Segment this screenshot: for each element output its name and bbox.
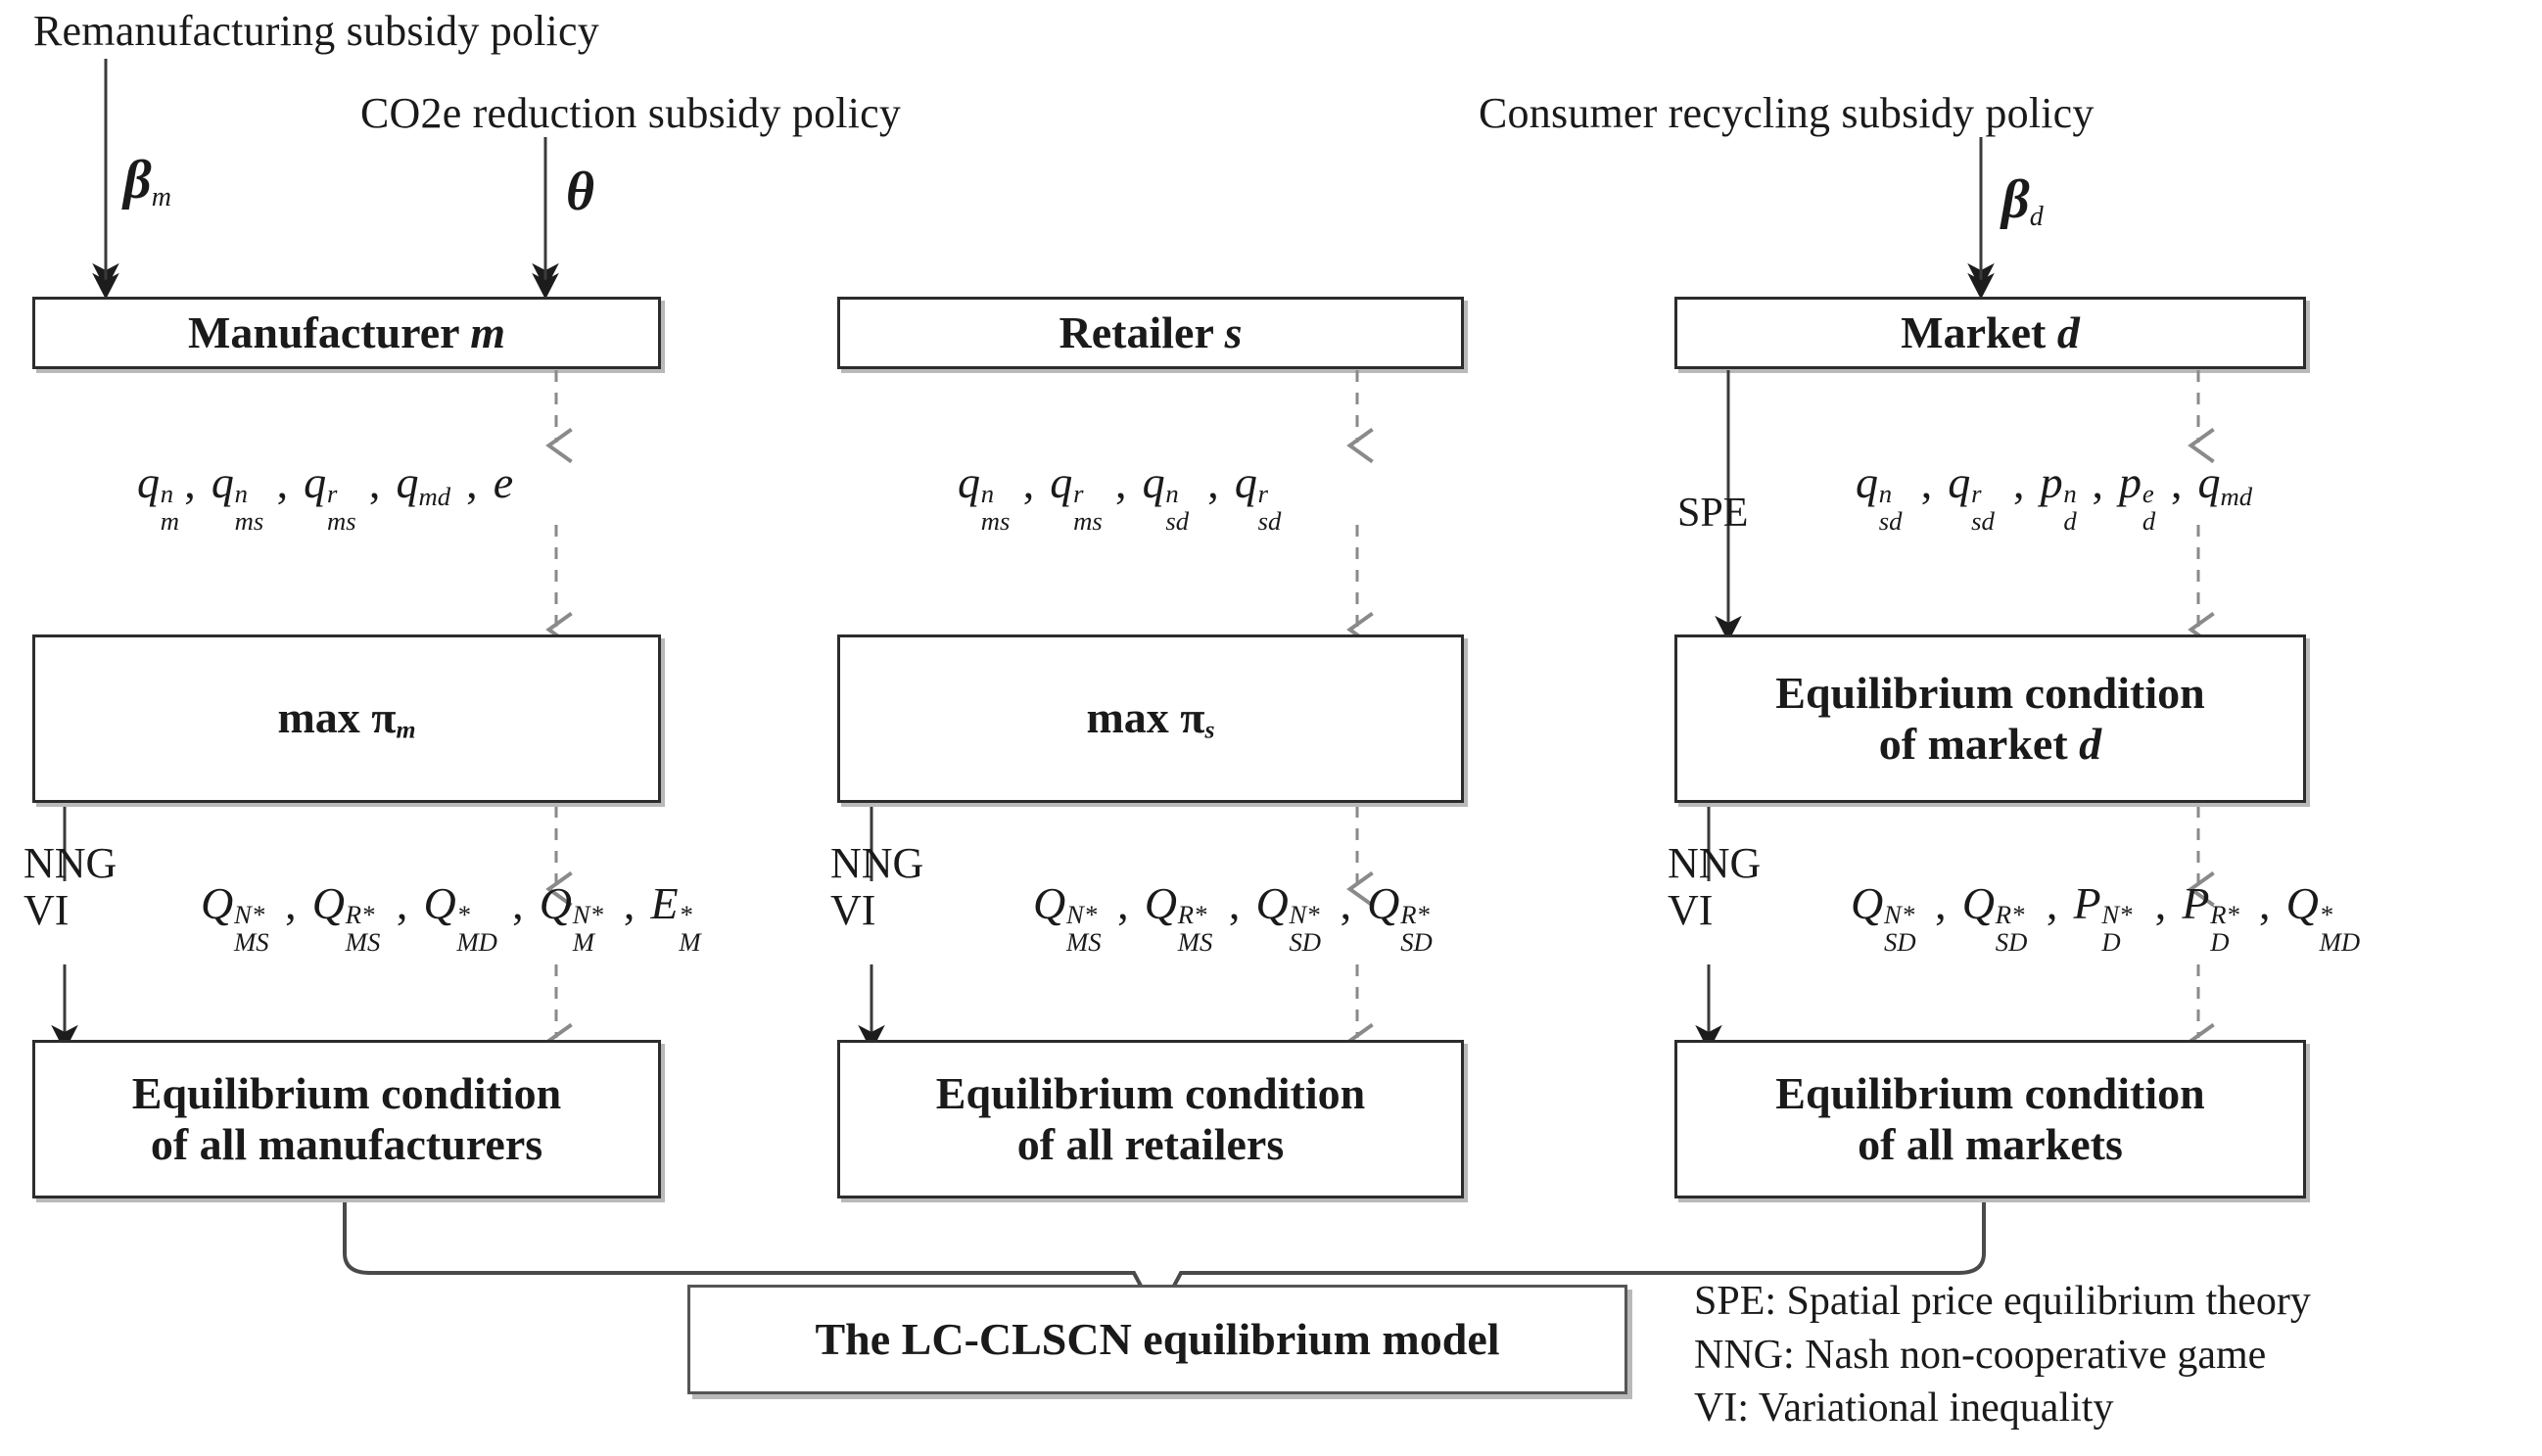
eq-all-manufacturers-line1: Equilibrium condition bbox=[131, 1068, 562, 1119]
eq-all-manufacturers-line2: of all manufacturers bbox=[150, 1119, 543, 1169]
node-retailer-label: Retailer s bbox=[1059, 307, 1243, 358]
eq-all-markets-line1: Equilibrium condition bbox=[1775, 1068, 2205, 1119]
legend-item-spe: SPE: Spatial price equilibrium theory bbox=[1694, 1279, 2311, 1324]
method-label-retailer-line1: NNG bbox=[830, 839, 924, 887]
method-label-market: NNG VI bbox=[1668, 839, 1762, 935]
parameter-theta: θ bbox=[566, 161, 594, 223]
parameter-beta-m-symbol: β bbox=[123, 150, 152, 211]
policy-label-remanufacturing: Remanufacturing subsidy policy bbox=[33, 7, 599, 55]
node-equilibrium-all-retailers-label: Equilibrium condition of all retailers bbox=[926, 1068, 1375, 1169]
node-manufacturer-label: Manufacturer m bbox=[187, 307, 506, 358]
node-retailer[interactable]: Retailer s bbox=[837, 297, 1464, 369]
node-market[interactable]: Market d bbox=[1674, 297, 2306, 369]
method-label-retailer: NNG VI bbox=[830, 839, 924, 935]
eq-all-retailers-line1: Equilibrium condition bbox=[935, 1068, 1366, 1119]
policy-label-co2e-reduction: CO2e reduction subsidy policy bbox=[360, 89, 902, 137]
policy-arrows-group bbox=[92, 59, 1995, 300]
parameter-beta-m-subscript: m bbox=[151, 181, 171, 212]
node-manufacturer[interactable]: Manufacturer m bbox=[32, 297, 661, 369]
node-final-model-label: The LC-CLSCN equilibrium model bbox=[815, 1314, 1500, 1365]
parameter-theta-symbol: θ bbox=[566, 162, 595, 222]
method-label-market-line2: VI bbox=[1668, 886, 1714, 935]
node-equilibrium-all-manufacturers-label: Equilibrium condition of all manufacture… bbox=[122, 1068, 571, 1169]
node-equilibrium-all-manufacturers[interactable]: Equilibrium condition of all manufacture… bbox=[32, 1040, 661, 1198]
legend-item-vi: VI: Variational inequality bbox=[1694, 1386, 2114, 1432]
eq-all-markets-line2: of all markets bbox=[1858, 1119, 2123, 1169]
parameter-beta-d: βd bbox=[2001, 168, 2044, 233]
policy-label-consumer-recycling: Consumer recycling subsidy policy bbox=[1479, 89, 2095, 137]
node-max-profit-retailer[interactable]: max πs bbox=[837, 634, 1464, 803]
equilibrium-market-line1: Equilibrium condition bbox=[1775, 668, 2205, 719]
parameter-beta-m: βm bbox=[123, 149, 171, 213]
node-equilibrium-all-markets-label: Equilibrium condition of all markets bbox=[1765, 1068, 2214, 1169]
legend-abbreviations: SPE: Spatial price equilibrium theory NN… bbox=[1694, 1275, 2311, 1435]
node-final-model[interactable]: The LC-CLSCN equilibrium model bbox=[687, 1285, 1627, 1394]
spe-tag: SPE bbox=[1677, 491, 1749, 536]
legend-item-nng: NNG: Nash non-cooperative game bbox=[1694, 1332, 2267, 1378]
method-label-manufacturer: NNG VI bbox=[24, 839, 118, 935]
node-market-label: Market d bbox=[1901, 307, 2080, 358]
method-label-manufacturer-line2: VI bbox=[24, 886, 70, 935]
node-equilibrium-all-retailers[interactable]: Equilibrium condition of all retailers bbox=[837, 1040, 1464, 1198]
node-equilibrium-all-markets[interactable]: Equilibrium condition of all markets bbox=[1674, 1040, 2306, 1198]
method-label-market-line1: NNG bbox=[1668, 839, 1762, 887]
node-max-profit-manufacturer-label: max πm bbox=[277, 692, 416, 744]
node-max-profit-manufacturer[interactable]: max πm bbox=[32, 634, 661, 803]
node-equilibrium-market-d[interactable]: Equilibrium condition of market d bbox=[1674, 634, 2306, 803]
eq-all-retailers-line2: of all retailers bbox=[1016, 1119, 1285, 1169]
node-equilibrium-market-d-label: Equilibrium condition of market d bbox=[1765, 668, 2214, 769]
parameter-beta-d-subscript: d bbox=[2029, 201, 2044, 232]
parameter-beta-d-symbol: β bbox=[2001, 169, 2030, 230]
node-max-profit-retailer-label: max πs bbox=[1086, 692, 1215, 744]
method-label-manufacturer-line1: NNG bbox=[24, 839, 118, 887]
equilibrium-market-line2: of market d bbox=[1878, 719, 2102, 769]
max-profit-s-subscript: s bbox=[1204, 715, 1215, 744]
method-label-retailer-line2: VI bbox=[830, 886, 876, 935]
max-profit-m-subscript: m bbox=[396, 715, 416, 744]
